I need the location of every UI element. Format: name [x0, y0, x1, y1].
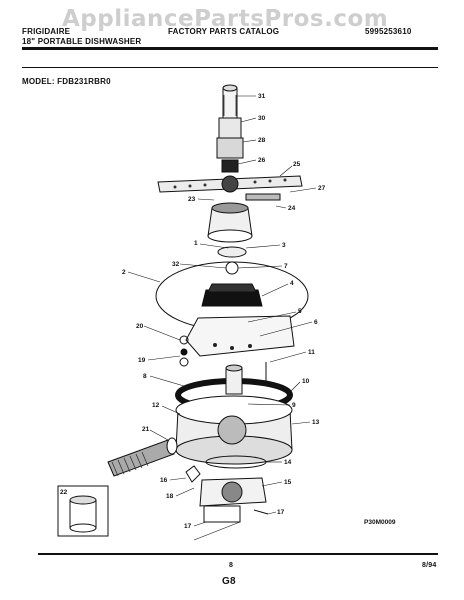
- watermark-text: AppliancePartsPros.com: [62, 6, 389, 32]
- catalog-number: 5995253610: [365, 27, 412, 36]
- hose-part: [107, 437, 178, 477]
- callout-20: 20: [136, 323, 144, 330]
- catalog-title: FACTORY PARTS CATALOG: [168, 27, 280, 36]
- section-code: G8: [222, 576, 236, 587]
- callout-10: 10: [302, 378, 310, 385]
- brand-name: FRIGIDAIRE: [22, 27, 71, 36]
- callout-17: 17: [277, 509, 285, 516]
- callout-27: 27: [318, 185, 326, 192]
- callout-28: 28: [258, 137, 266, 144]
- diagram-code: P30M0009: [364, 519, 396, 526]
- callout-9: 9: [292, 402, 296, 409]
- upper-spray-tube-part: [216, 84, 244, 159]
- model-line: MODEL: FDB231RBR0: [22, 77, 111, 86]
- footer-rule: [38, 553, 438, 555]
- page-number: 8: [229, 562, 234, 569]
- callout-5: 5: [298, 308, 302, 315]
- callout-19: 19: [138, 357, 146, 364]
- callout-7: 7: [284, 263, 288, 270]
- callout-11: 11: [308, 349, 315, 356]
- callout-4: 4: [290, 280, 294, 287]
- callout-26: 26: [258, 157, 266, 164]
- leader-lines: [127, 95, 317, 541]
- callout-23: 23: [188, 196, 196, 203]
- date: 8/94: [422, 562, 437, 569]
- callout-30: 30: [258, 115, 266, 122]
- callout-15: 15: [284, 479, 292, 486]
- callout-25: 25: [293, 161, 301, 168]
- header-rule: [22, 47, 438, 50]
- impeller-part: [201, 261, 263, 307]
- callout-31: 31: [258, 93, 266, 100]
- product-name: 18" PORTABLE DISHWASHER: [22, 37, 142, 46]
- callout-21: 21: [142, 426, 150, 433]
- model-rule: [22, 67, 438, 68]
- screw-parts: [179, 335, 189, 367]
- callout-14: 14: [284, 459, 292, 466]
- callout-32: 32: [172, 261, 180, 268]
- hub-part: [207, 202, 253, 243]
- plate-part: [185, 315, 295, 357]
- callout-3: 3: [282, 242, 286, 249]
- callout-2: 2: [122, 269, 126, 276]
- callout-17-lower: 17: [184, 523, 192, 530]
- callout-24: 24: [288, 205, 296, 212]
- callout-16: 16: [160, 477, 168, 484]
- cylinder-part: [69, 495, 97, 533]
- callout-6: 6: [314, 319, 318, 326]
- callout-1: 1: [194, 240, 198, 247]
- clip-part: [185, 465, 201, 483]
- motor-mount-part: [199, 477, 267, 523]
- housing-part: [175, 395, 293, 465]
- callout-12: 12: [152, 402, 160, 409]
- callout-13: 13: [312, 419, 320, 426]
- spray-arm-part: [157, 175, 303, 201]
- callout-22: 22: [60, 489, 68, 496]
- callout-18: 18: [166, 493, 174, 500]
- nut-part: [221, 159, 239, 173]
- callout-8: 8: [143, 373, 147, 380]
- screw-part: [253, 509, 269, 515]
- gasket-part: [217, 246, 247, 258]
